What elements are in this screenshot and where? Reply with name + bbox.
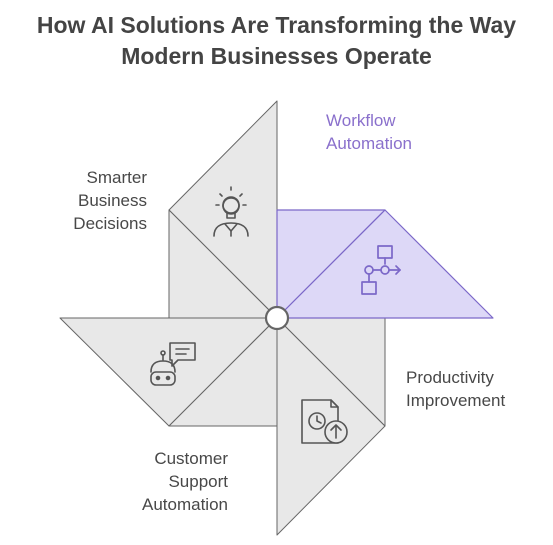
label-productivity-improvement: Productivity Improvement <box>406 366 546 412</box>
label-line: Smarter <box>86 168 147 187</box>
label-workflow-automation: Workflow Automation <box>326 109 466 155</box>
label-line: Improvement <box>406 391 506 410</box>
title-line-2: Modern Businesses Operate <box>121 43 432 69</box>
label-line: Productivity <box>406 368 494 387</box>
label-line: Workflow <box>326 111 396 130</box>
label-line: Business <box>78 191 147 210</box>
chatbot-icon <box>150 342 196 386</box>
label-line: Automation <box>142 495 228 514</box>
diagram-title: How AI Solutions Are Transforming the Wa… <box>0 10 553 72</box>
label-line: Automation <box>326 134 412 153</box>
label-customer-support-automation: Customer Support Automation <box>100 447 228 516</box>
lightbulb-person-icon <box>213 186 249 237</box>
label-line: Decisions <box>73 214 147 233</box>
clock-document-upload-icon <box>301 399 348 444</box>
pinwheel-hub <box>264 305 290 331</box>
title-line-1: How AI Solutions Are Transforming the Wa… <box>36 12 517 38</box>
label-line: Support <box>168 472 228 491</box>
workflow-diagram-icon <box>361 245 401 295</box>
label-smarter-business-decisions: Smarter Business Decisions <box>40 166 147 235</box>
label-line: Customer <box>154 449 228 468</box>
